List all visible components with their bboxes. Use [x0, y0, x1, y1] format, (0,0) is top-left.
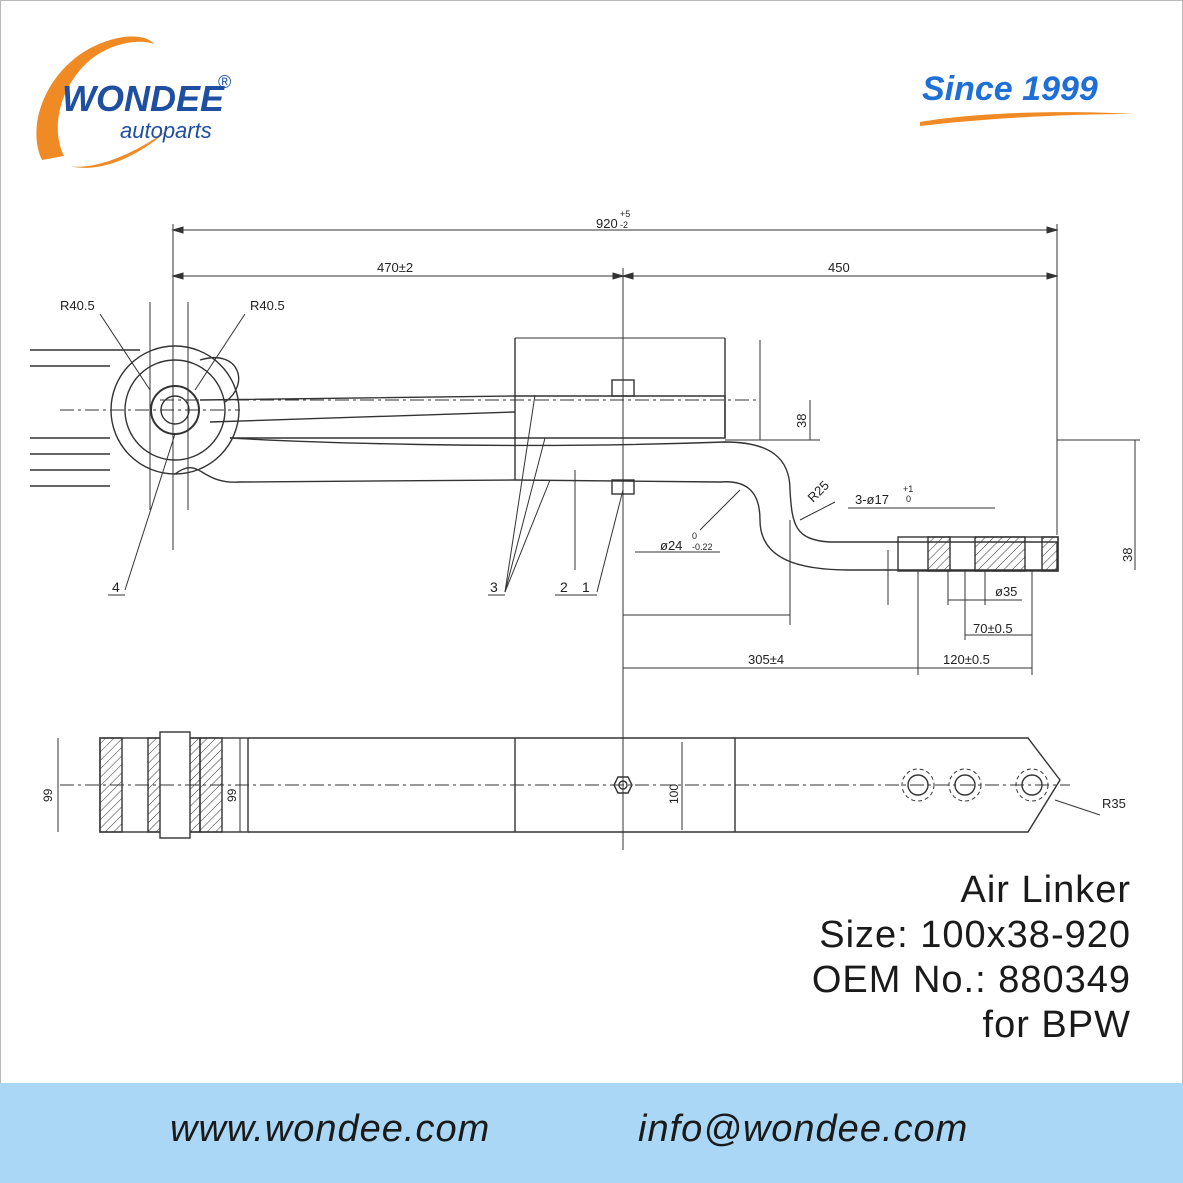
callout-1: 1	[582, 579, 590, 595]
since-year: Since 1999	[922, 70, 1098, 108]
offset-length: 305±4	[748, 652, 784, 667]
since-underline-swoosh	[920, 112, 1134, 126]
email-link[interactable]: info@wondee.com	[638, 1108, 969, 1150]
center-bolt	[611, 362, 635, 510]
product-oem: OEM No.: 880349	[811, 959, 1131, 1001]
plan-view	[60, 710, 1101, 850]
end-plate-section	[897, 439, 1140, 572]
bend-radius: R25	[805, 478, 832, 505]
dim-overall	[171, 224, 1059, 550]
width-center: 100	[667, 784, 681, 804]
dim-spans	[171, 268, 1059, 850]
callout-2: 2	[560, 579, 568, 595]
holes-tol-lower: 0	[906, 494, 911, 504]
leaf-body	[174, 337, 1058, 571]
product-info: Air Linker Size: 100x38-920 OEM No.: 880…	[812, 868, 1131, 1048]
brand-name: WONDEE	[62, 78, 224, 119]
end-radius: R35	[1102, 796, 1126, 811]
product-for: for BPW	[982, 1004, 1131, 1046]
leaf-stack-left	[30, 349, 140, 487]
end-length: 120±0.5	[943, 652, 990, 667]
callout-3: 3	[490, 579, 498, 595]
dim-overall-tol-lower: -2	[620, 220, 628, 230]
registered-mark: ®	[218, 72, 232, 92]
hole-diameter: ø35	[995, 584, 1017, 599]
eye-radius-right: R40.5	[250, 298, 285, 313]
dim-right-span: 450	[828, 260, 850, 275]
dim-overall-tol-upper: +5	[620, 209, 630, 219]
eye-radius-left: R40.5	[60, 298, 95, 313]
callout-4: 4	[112, 579, 120, 595]
pin-tol-lower: -0.22	[692, 542, 713, 552]
pin-tol-upper: 0	[692, 531, 697, 541]
product-size: Size: 100x38-920	[819, 914, 1131, 956]
holes-spec: 3-ø17	[855, 492, 889, 507]
wondee-logo-swoosh	[36, 36, 170, 168]
hole-spacing: 70±0.5	[973, 621, 1013, 636]
website-link[interactable]: www.wondee.com	[170, 1108, 491, 1150]
technical-drawing: 920 +5 -2 470±2 450 R40.5 R40.5	[30, 209, 1140, 850]
width-mid: 99	[225, 788, 239, 802]
footer-bar: www.wondee.com info@wondee.com	[0, 1083, 1183, 1183]
brand-subtitle: autoparts	[120, 118, 212, 143]
pin-diameter: ø24	[660, 538, 682, 553]
holes-tol-upper: +1	[903, 484, 913, 494]
width-left: 99	[41, 788, 55, 802]
spring-eye	[60, 345, 240, 475]
dim-thickness-top: 38	[794, 414, 809, 428]
dim-left-span: 470±2	[377, 260, 413, 275]
dim-overall-text: 920	[596, 216, 618, 231]
dim-thickness-end: 38	[1120, 548, 1135, 562]
product-name: Air Linker	[960, 869, 1131, 911]
